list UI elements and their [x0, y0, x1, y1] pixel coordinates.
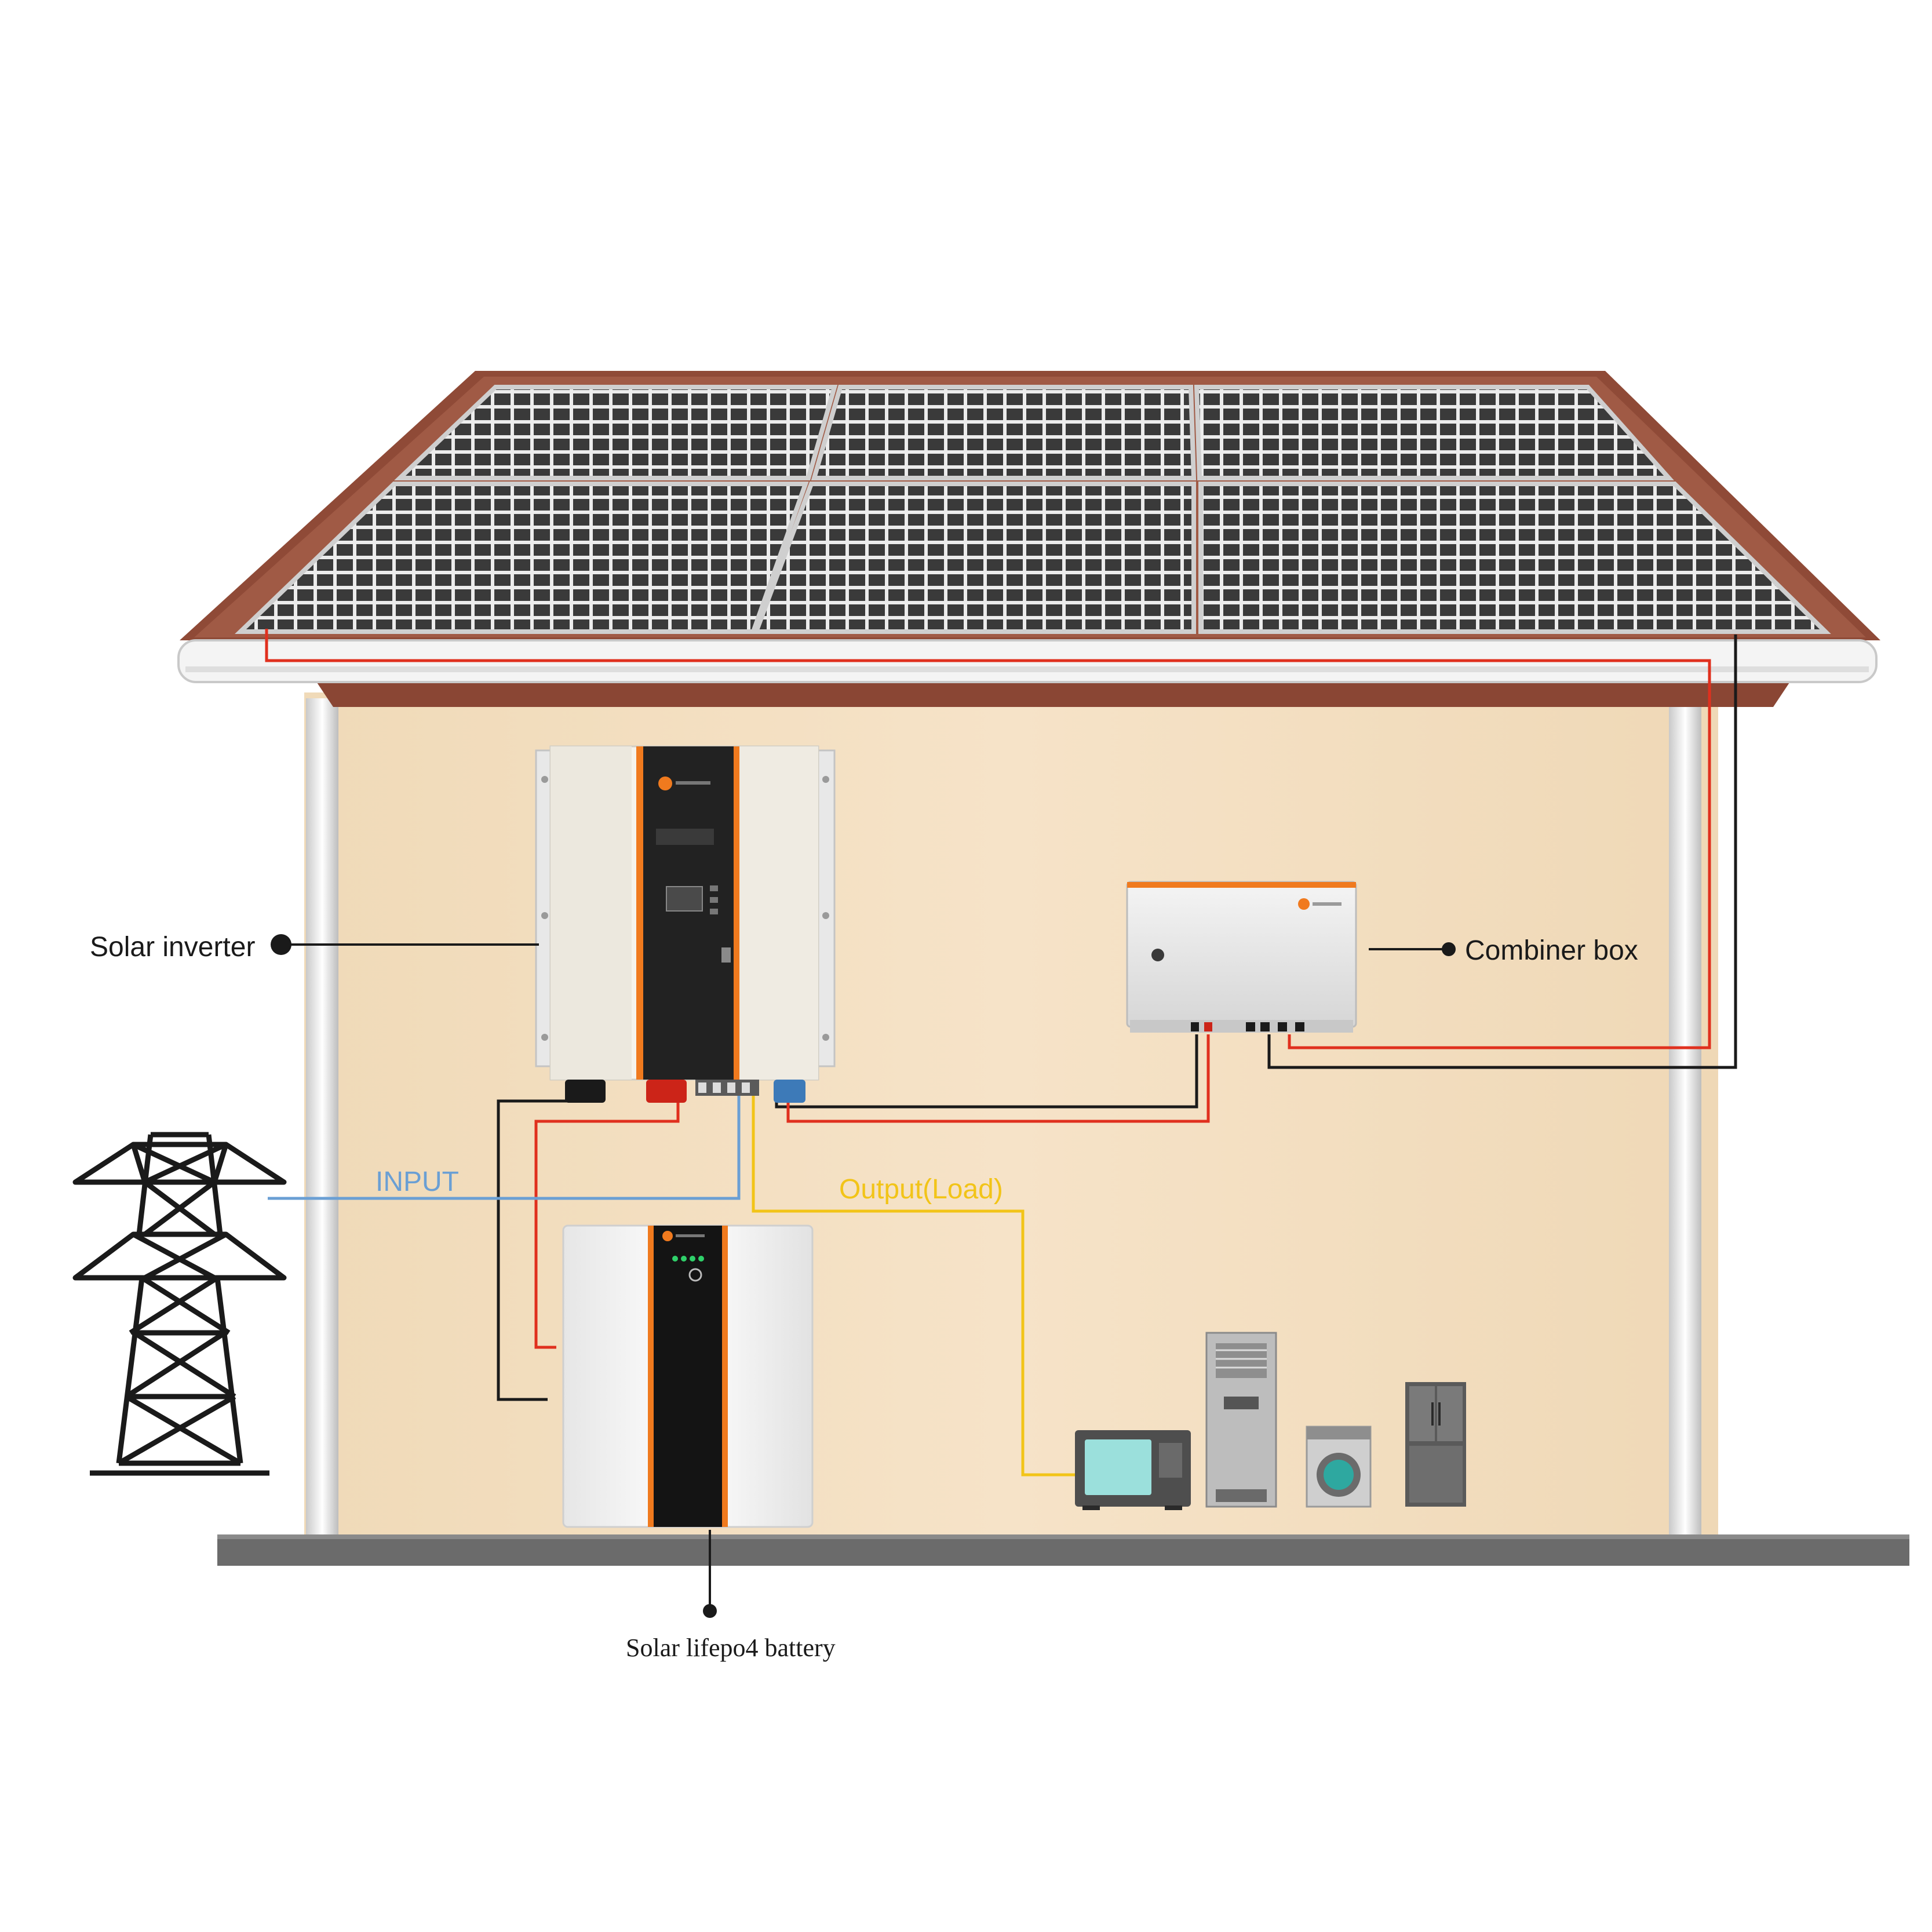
- pv-negative-wire: [1267, 635, 1737, 1069]
- battery-label: Solar lifepo4 battery: [626, 1634, 836, 1662]
- pv-positive-wire: [265, 629, 1711, 1049]
- washing-machine-icon: [1306, 1426, 1372, 1508]
- solar-panel: [393, 385, 838, 480]
- battery-status-led: [681, 1256, 687, 1262]
- inverter-lcd-screen: [666, 886, 703, 912]
- household-loads: [1075, 1332, 1466, 1510]
- grid-input-wire: [268, 1092, 741, 1200]
- brand-logo-icon: [658, 777, 672, 790]
- house-wall: [304, 692, 1718, 1536]
- microwave-icon: [1075, 1430, 1191, 1510]
- combiner-box: [1126, 881, 1357, 1033]
- callouts: [271, 934, 1456, 1618]
- solar-panel: [235, 482, 809, 634]
- right-drain-pipe: [1669, 698, 1701, 1536]
- solar-inverter: [535, 745, 836, 1103]
- lifepo4-battery: [562, 1224, 814, 1528]
- brand-logo-icon: [662, 1231, 673, 1241]
- combiner-callout-dot: [1442, 942, 1456, 956]
- inverter-battery-positive-terminal: [646, 1080, 687, 1103]
- inverter-front-panel: [643, 746, 734, 1080]
- solar-panel: [753, 482, 1196, 634]
- house: [217, 692, 1909, 1566]
- battery-status-led: [698, 1256, 704, 1262]
- output-load-label: Output(Load): [839, 1174, 1003, 1205]
- brand-logo-icon: [1298, 898, 1310, 910]
- solar-panel: [1198, 482, 1831, 634]
- battery-negative-wire: [497, 1099, 588, 1401]
- inverter-pv-terminal: [774, 1080, 805, 1103]
- solar-inverter-label: Solar inverter: [90, 932, 255, 963]
- left-drain-pipe: [306, 698, 338, 1536]
- combiner-to-inverter-red: [786, 1034, 1210, 1123]
- battery-status-led: [672, 1256, 678, 1262]
- load-output-wire: [752, 1092, 1075, 1477]
- ground: [217, 1534, 1909, 1566]
- solar-panels: [235, 385, 1831, 634]
- battery-positive-wire: [534, 1101, 680, 1349]
- transmission-tower-icon: [72, 1132, 287, 1476]
- inverter-callout-dot: [271, 934, 291, 955]
- battery-status-led: [690, 1256, 695, 1262]
- combiner-box-label: Combiner box: [1465, 935, 1638, 966]
- air-conditioner-icon: [1205, 1332, 1277, 1508]
- roof-eave: [316, 681, 1791, 707]
- refrigerator-icon: [1405, 1382, 1466, 1507]
- input-label: INPUT: [376, 1167, 459, 1197]
- solar-panel: [811, 385, 1197, 480]
- lock-icon: [1151, 949, 1164, 961]
- inverter-battery-negative-terminal: [565, 1080, 606, 1103]
- battery-front-panel: [654, 1226, 722, 1527]
- battery-power-icon: [688, 1268, 702, 1282]
- battery-callout-dot: [703, 1604, 717, 1618]
- solar-panel: [1194, 385, 1674, 480]
